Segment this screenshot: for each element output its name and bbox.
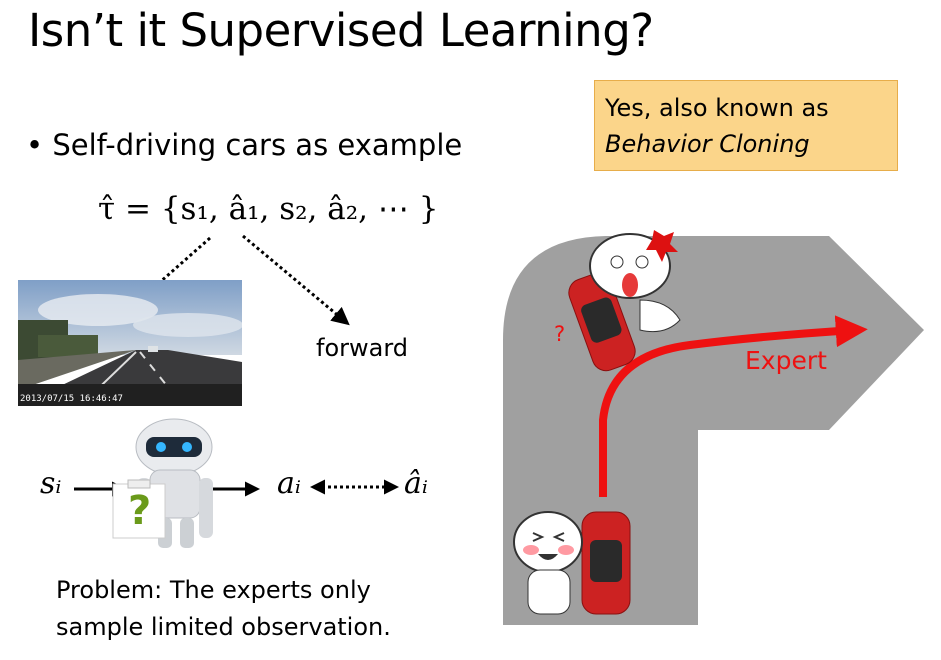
callout-line-1: Yes, also known as — [605, 94, 829, 122]
trajectory-formula: τ̂ = {s₁, â₁, s₂, â₂, ⋯ } — [98, 191, 439, 227]
bullet-self-driving: • Self-driving cars as example — [26, 128, 462, 162]
expert-action-ahat: âᵢ — [404, 466, 428, 501]
crashed-car-icon — [568, 272, 636, 372]
callout-line-2: Behavior Cloning — [605, 130, 810, 158]
image-timestamp: 2013/07/15 16:46:47 — [20, 394, 123, 404]
slide-title: Isn’t it Supervised Learning? — [28, 4, 654, 57]
arrow-to-forward — [242, 234, 350, 326]
crash-question-label: ? — [554, 322, 566, 346]
action-forward-label: forward — [316, 334, 409, 362]
question-card-icon — [112, 479, 166, 539]
bullet-dot: • — [26, 128, 44, 162]
shocked-character-icon — [589, 230, 681, 333]
question-mark-symbol: ? — [128, 488, 152, 534]
state-si: sᵢ — [40, 466, 62, 501]
behavior-cloning-callout: Yes, also known as Behavior Cloning — [594, 80, 898, 171]
problem-statement: Problem: The experts only sample limited… — [56, 572, 391, 646]
expert-path — [599, 315, 868, 497]
problem-line-1: Problem: The experts only — [56, 576, 371, 604]
expert-path-label: Expert — [745, 346, 827, 375]
problem-line-2: sample limited observation. — [56, 613, 391, 641]
road-photo-icon — [18, 280, 242, 406]
bullet-text: Self-driving cars as example — [52, 128, 463, 162]
dashcam-image: 2013/07/15 16:46:47 — [18, 280, 242, 406]
expert-car-icon — [581, 511, 631, 615]
action-ai: aᵢ — [277, 466, 301, 501]
happy-character-icon — [513, 511, 583, 615]
